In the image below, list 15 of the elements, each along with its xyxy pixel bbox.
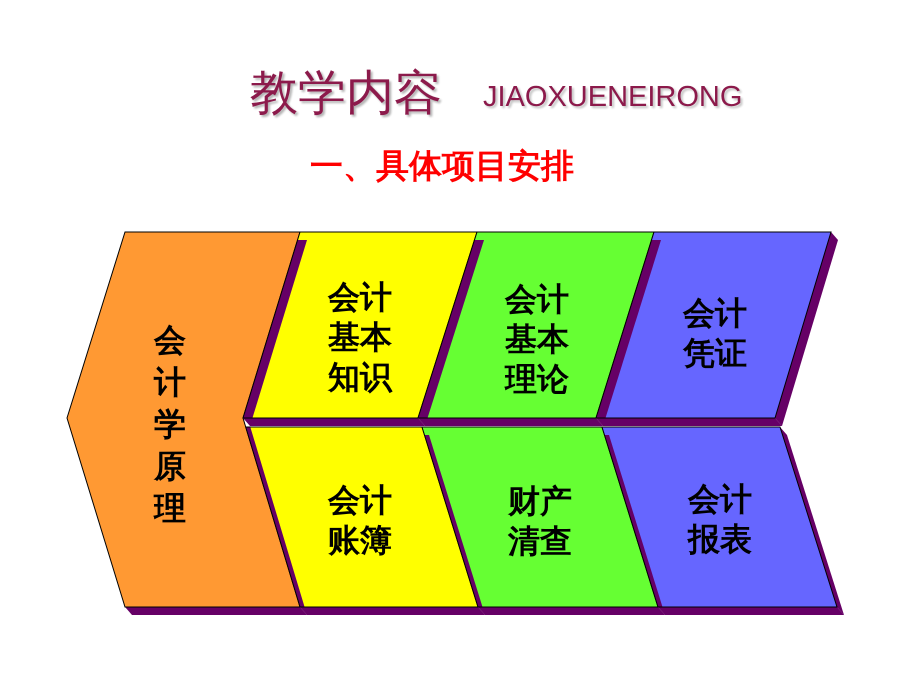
block-label: 会计报表 [688,479,752,559]
block-label: 会计账簿 [328,480,392,560]
title: 教学内容 [250,65,442,123]
parallelogram-block [595,232,838,426]
block-label: 会计学原理 [154,320,186,529]
block-label: 会计基本知识 [328,277,392,397]
block-label: 会计基本理论 [505,279,569,399]
parallelogram-block [245,426,485,615]
block-label: 会计凭证 [683,293,747,373]
parallelogram-block [601,426,844,615]
chevron-block [66,232,307,615]
block-label: 财产清查 [508,481,572,561]
parallelogram-block [421,426,665,615]
pinyin-heading: JIAOXUENEIRONG [483,80,742,115]
section-heading: 一、具体项目安排 [310,146,574,186]
